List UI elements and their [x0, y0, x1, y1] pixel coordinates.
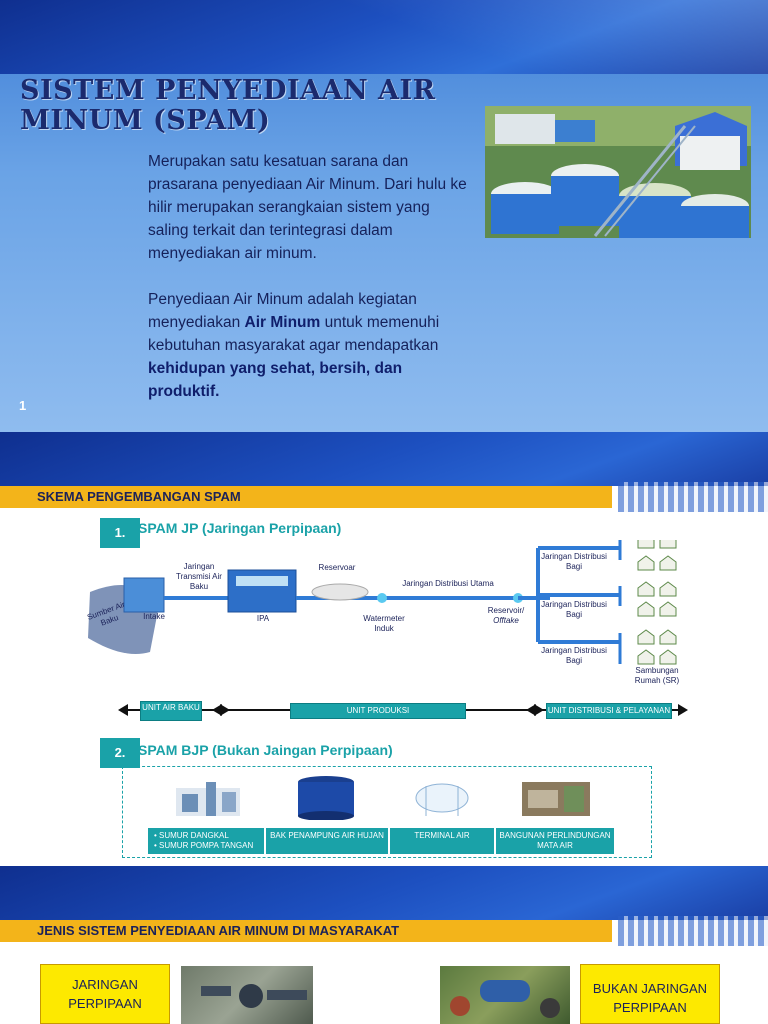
bjp-illustrations	[176, 776, 590, 820]
section-title-bar: JENIS SISTEM PENYEDIAAN AIR MINUM DI MAS…	[0, 920, 612, 942]
bjp-item-bak: BAK PENAMPUNG AIR HUJAN	[266, 828, 388, 854]
bjp-title: SPAM BJP (Bukan Jaingan Perpipaan)	[138, 742, 393, 758]
bjp-number-badge: 2.	[100, 738, 140, 768]
slide-1: SISTEM PENYEDIAAN AIR MINUM (SPAM) Merup…	[0, 0, 768, 432]
corner-decoration	[618, 482, 768, 512]
purpose-bold-kehidupan: kehidupan yang sehat, bersih, dan produk…	[148, 360, 403, 400]
label-distribusi-utama: Jaringan Distribusi Utama	[402, 579, 494, 588]
corner-decoration	[618, 916, 768, 946]
label-intake: Intake	[143, 612, 165, 621]
label-transmisi: Jaringan Transmisi Air Baku	[176, 562, 222, 591]
unit-distribusi: UNIT DISTRIBUSI & PELAYANAN	[546, 703, 672, 719]
box-jaringan-perpipaan: JARINGAN PERPIPAAN	[40, 964, 170, 1024]
section-title: JENIS SISTEM PENYEDIAAN AIR MINUM DI MAS…	[37, 923, 400, 938]
page-number: 1	[19, 398, 27, 413]
purpose-text-2: untuk memenuhi kebutuhan masyarakat agar…	[148, 314, 440, 354]
label-reservoir-offtake: Reservoir/Offtake	[480, 606, 532, 626]
intake-building	[123, 577, 165, 613]
spring-protection-illustration	[522, 782, 590, 816]
box-bukan-jaringan: BUKAN JARINGAN PERPIPAAN	[580, 964, 720, 1024]
house-icons	[637, 540, 677, 665]
header-banner	[0, 0, 768, 74]
water-tank-photo	[485, 106, 751, 238]
purpose-bold-air-minum: Air Minum	[244, 314, 321, 331]
pipe-network-photo	[181, 966, 313, 1024]
label-distribusi-bagi-2: Jaringan Distribusi Bagi	[541, 600, 607, 619]
bjp-item-terminal: TERMINAL AIR	[390, 828, 494, 854]
purpose-text-1: Penyediaan Air Minum adalah kegiatan men…	[148, 291, 417, 331]
label-reservoar: Reservoar	[318, 563, 356, 572]
label-sambungan: Sambungan Rumah (SR)	[634, 666, 680, 685]
label-ipa: IPA	[256, 614, 270, 623]
slide-title: SISTEM PENYEDIAAN AIR MINUM (SPAM)	[20, 75, 436, 136]
section-title: SKEMA PENGEMBANGAN SPAM	[37, 489, 241, 504]
reservoir-tank	[311, 583, 369, 601]
slide-3: JENIS SISTEM PENYEDIAAN AIR MINUM DI MAS…	[0, 866, 768, 1024]
unit-air-baku: UNIT AIR BAKU	[140, 701, 202, 721]
piped-network-diagram	[88, 540, 677, 665]
label-distribusi-bagi-1: Jaringan Distribusi Bagi	[541, 552, 607, 571]
jp-title: SPAM JP (Jaringan Perpipaan)	[138, 520, 342, 536]
rainwater-tank-illustration	[298, 776, 354, 820]
label-distribusi-bagi-3: Jaringan Distribusi Bagi	[541, 646, 607, 665]
jp-number-badge: 1.	[100, 518, 140, 548]
bjp-frame	[122, 766, 652, 858]
sumur-illustration	[176, 782, 240, 816]
bjp-item-sumur: • SUMUR DANGKAL • SUMUR POMPA TANGAN	[148, 828, 264, 854]
header-banner	[0, 866, 768, 920]
section-title-bar: SKEMA PENGEMBANGAN SPAM	[0, 486, 612, 508]
terminal-air-illustration	[415, 783, 469, 816]
bjp-item-bangunan: BANGUNAN PERLINDUNGAN MATA AIR	[496, 828, 614, 854]
non-piped-photo	[440, 966, 570, 1024]
definition-paragraph: Merupakan satu kesatuan sarana dan prasa…	[148, 153, 467, 262]
purpose-paragraph: Penyediaan Air Minum adalah kegiatan men…	[148, 288, 468, 403]
label-offtake: Offtake	[493, 616, 519, 625]
label-reservoir: Reservoir/	[487, 606, 525, 615]
unit-produksi: UNIT PRODUKSI	[290, 703, 466, 719]
header-banner	[0, 432, 768, 486]
watermeter-node	[377, 593, 387, 603]
label-watermeter: Watermeter Induk	[363, 614, 405, 633]
